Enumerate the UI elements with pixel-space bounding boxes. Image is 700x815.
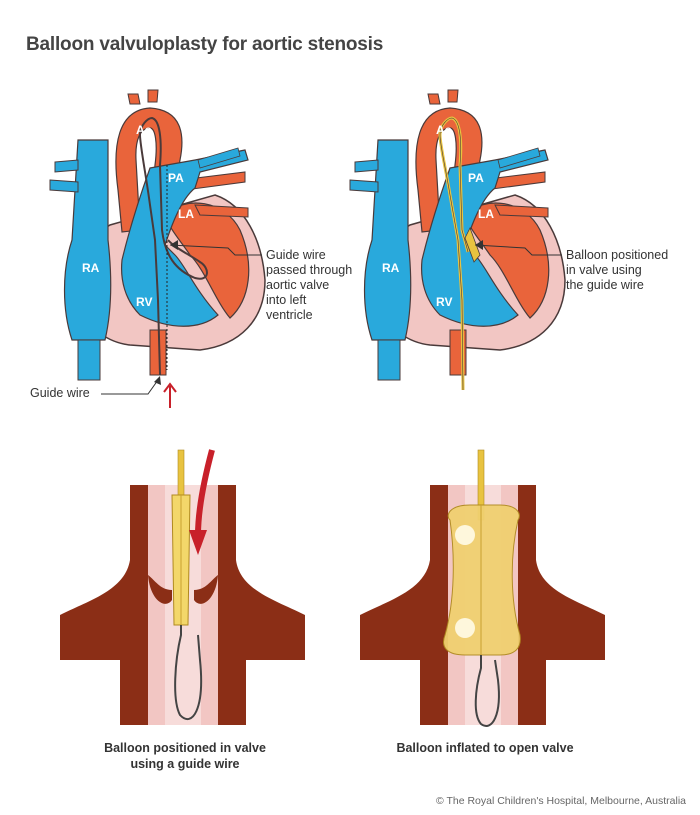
label-ao-left: Ao xyxy=(136,123,152,137)
label-rv-right: RV xyxy=(436,295,452,309)
label-guide-wire: Guide wire xyxy=(30,386,90,400)
caption-balloon-positioned: Balloon positioned in valve using a guid… xyxy=(104,741,266,771)
copyright-notice: © The Royal Children's Hospital, Melbour… xyxy=(435,795,686,807)
label-ra-left: RA xyxy=(82,261,100,275)
caption-balloon-inflated: Balloon inflated to open valve xyxy=(396,741,574,755)
heart-right-illustration: Ao PA LA RA RV xyxy=(349,89,566,391)
heart-left-illustration: Ao PA LA RA RV xyxy=(49,89,266,408)
label-ao-right: Ao xyxy=(436,123,452,137)
label-rv-left: RV xyxy=(136,295,152,309)
label-la-left: LA xyxy=(178,207,194,221)
callout-balloon-positioned: Balloon positioned in valve using the gu… xyxy=(566,248,669,292)
label-pa-left: PA xyxy=(168,171,184,185)
label-la-right: LA xyxy=(478,207,494,221)
label-pa-right: PA xyxy=(468,171,484,185)
page-title: Balloon valvuloplasty for aortic stenosi… xyxy=(26,34,384,55)
label-ra-right: RA xyxy=(382,261,400,275)
valve-closeup-right xyxy=(360,449,605,727)
valve-closeup-left xyxy=(60,449,305,725)
callout-guide-wire-passed: Guide wire passed through aortic valve i… xyxy=(266,248,353,322)
